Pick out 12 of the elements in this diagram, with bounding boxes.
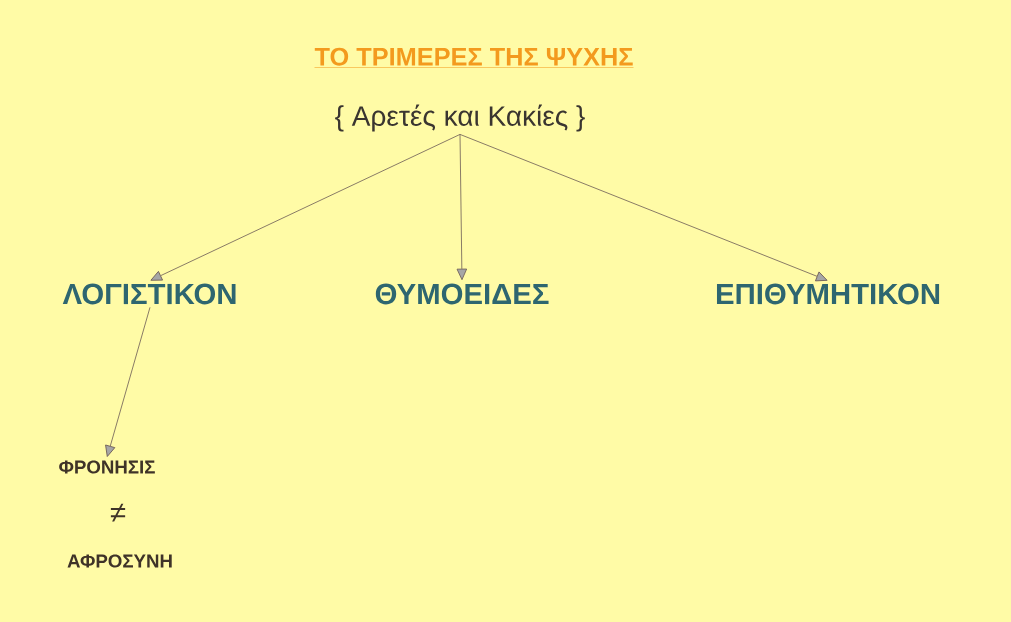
not-equal-sign: ≠	[110, 503, 126, 522]
title: ΤΟ ΤΡΙΜΕΡΕΣ ΤΗΣ ΨΥΧΗΣ	[314, 47, 634, 68]
concept-label: { Αρετές και Κακίες }	[335, 104, 585, 132]
virtue-label: ΑΦΡΟΣΥΝΗ	[67, 554, 172, 568]
arrow	[150, 134, 461, 281]
arrow	[105, 306, 151, 457]
part-label: ΕΠΙΘΥΜΗΤΙΚΟΝ	[717, 283, 940, 305]
part-label: ΛΟΓΙΣΤΙΚΟΝ	[62, 283, 236, 305]
arrow	[459, 134, 828, 282]
arrow	[456, 134, 468, 281]
virtue-label: ΦΡΟΝΗΣΙΣ	[59, 460, 155, 474]
part-label: ΘΥΜΟΕΙΔΕΣ	[375, 283, 549, 305]
